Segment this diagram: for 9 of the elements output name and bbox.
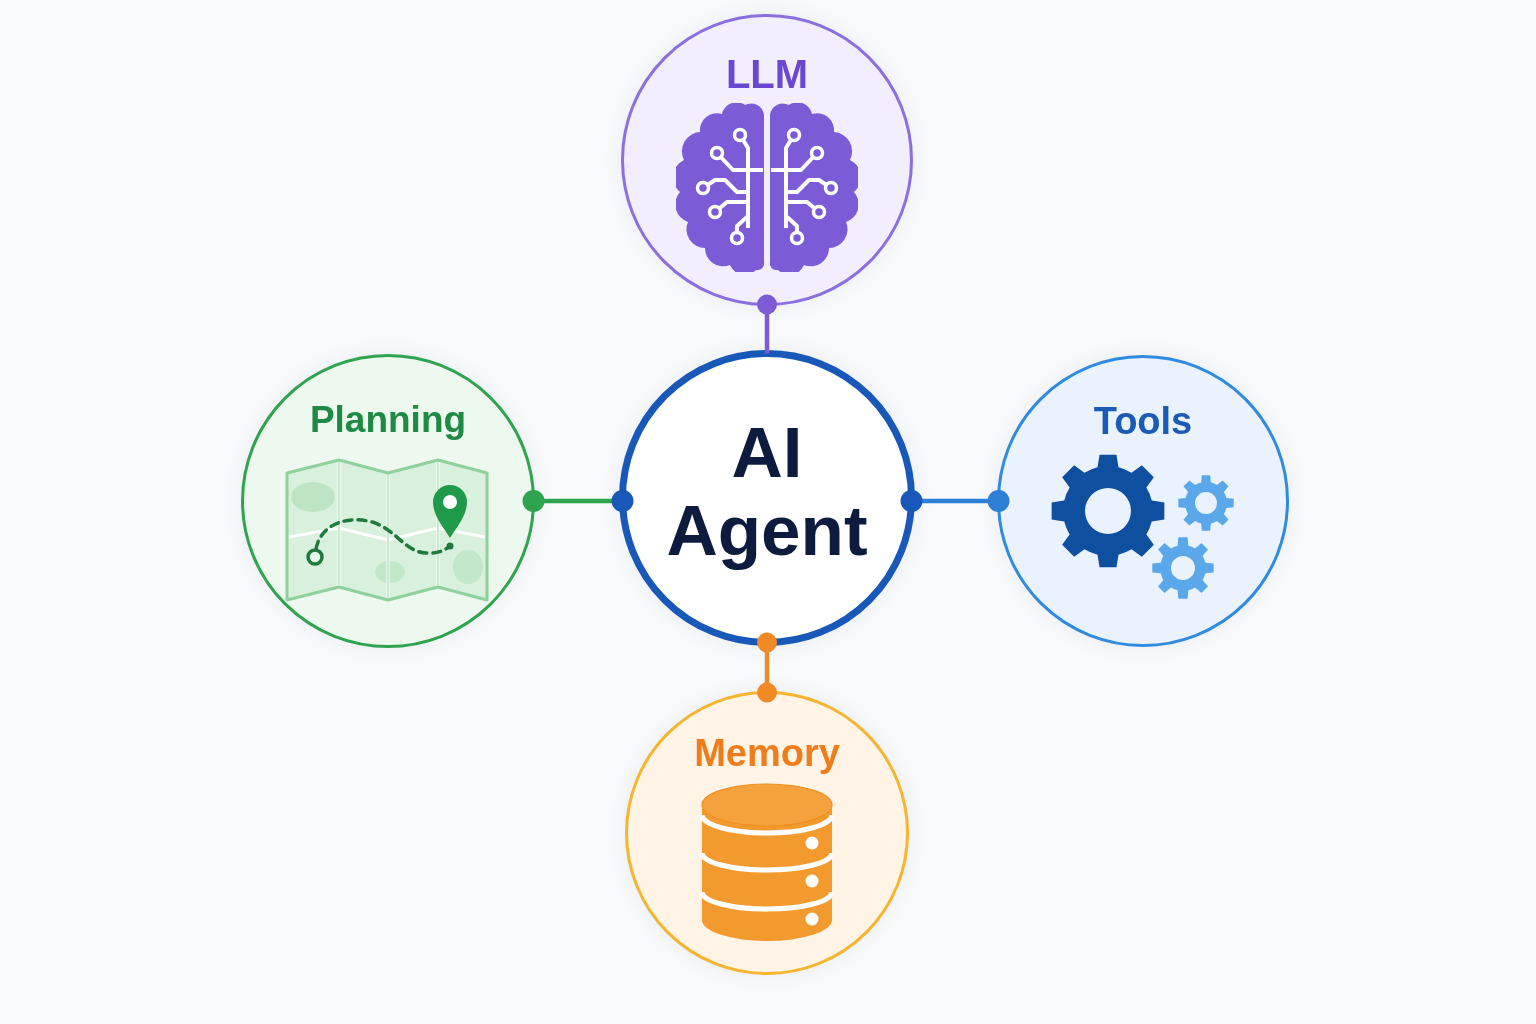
connector-line [900, 490, 1010, 512]
node-title: LLM [725, 51, 809, 97]
node-title: Memory [694, 732, 840, 776]
connector-line [757, 294, 777, 354]
node-title: Planning [309, 399, 467, 442]
node-title: Tools [1093, 400, 1193, 444]
hub-title: AI Agent [666, 414, 868, 570]
connector-line [757, 632, 777, 703]
connector-line [522, 490, 634, 512]
